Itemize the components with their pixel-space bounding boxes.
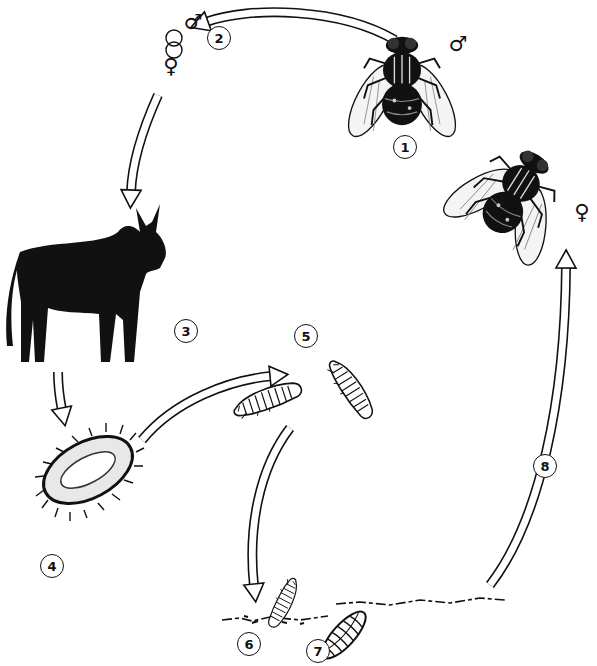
callout-number: 7 — [306, 639, 330, 663]
female-fly — [429, 122, 591, 278]
arrow-7-1 — [490, 266, 566, 585]
callout-number: 5 — [294, 324, 318, 348]
skin-lesion — [32, 423, 144, 521]
sex-symbol: ♀ — [574, 202, 589, 223]
arrow-3-4 — [58, 372, 62, 410]
arrow-1-2 — [206, 12, 395, 40]
larva-2 — [323, 355, 377, 424]
cow-silhouette — [6, 204, 166, 362]
sex-symbol: ♀ — [163, 56, 178, 77]
arrow-2-3 — [131, 95, 158, 192]
sex-symbol: ♂ — [449, 34, 468, 55]
callout-number: 6 — [237, 632, 261, 656]
soil-crumbs — [244, 616, 304, 624]
sex-symbol: ♂ — [184, 12, 203, 33]
male-fly — [339, 37, 464, 143]
arrow-5-6 — [252, 428, 290, 586]
callout-number: 4 — [40, 554, 64, 578]
larva-1 — [230, 378, 305, 422]
callout-number: 8 — [533, 454, 557, 478]
callout-number: 3 — [174, 319, 198, 343]
callout-number: 1 — [393, 135, 417, 159]
callout-number: 2 — [207, 26, 231, 50]
mating-symbol — [166, 30, 182, 58]
